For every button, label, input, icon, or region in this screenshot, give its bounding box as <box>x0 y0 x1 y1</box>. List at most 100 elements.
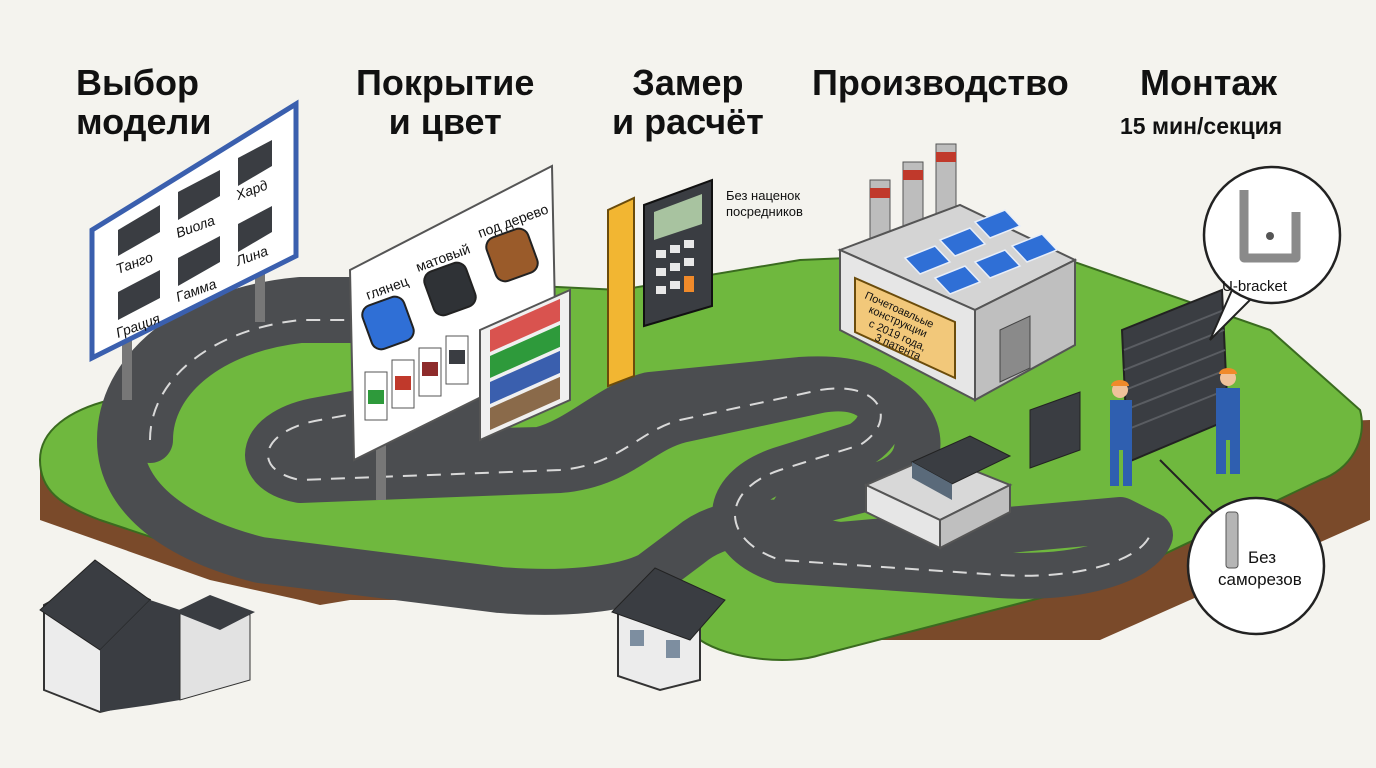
sample-chip <box>395 376 411 390</box>
title-line: и цвет <box>388 100 502 142</box>
fence-model-icon <box>238 140 272 186</box>
fence-model-icon <box>178 236 220 286</box>
chimney-stripe <box>936 152 956 162</box>
title-line: Производство <box>812 62 1069 103</box>
calc-key <box>670 263 680 271</box>
solar-panel-icon <box>1010 233 1059 263</box>
title-line: Выбор <box>76 62 199 103</box>
fence-slat <box>1124 349 1226 391</box>
callout-circle <box>1186 496 1326 636</box>
ruler-icon <box>607 196 635 388</box>
fence-model-icon <box>118 270 160 320</box>
house-left <box>39 559 255 714</box>
office-building <box>863 435 1013 550</box>
step-production-title: Производство <box>812 62 1069 103</box>
billboard-post <box>376 440 386 500</box>
solar-panel-icon <box>903 245 952 275</box>
fence-slat <box>1123 309 1225 351</box>
worker-body <box>1110 400 1132 450</box>
hard-hat-icon <box>1219 368 1237 374</box>
worker-leg <box>1123 448 1132 486</box>
house-window <box>630 630 644 646</box>
wood-swatch <box>485 227 539 283</box>
solar-panel-icon <box>938 227 987 257</box>
worker-right <box>1216 368 1240 474</box>
coating-billboard: глянец матовый под дерево <box>348 164 571 500</box>
calc-key <box>684 258 694 266</box>
title-line: Монтаж <box>1140 62 1277 103</box>
solar-panels <box>903 209 1059 295</box>
color-shelf-rows <box>490 298 560 430</box>
montage-speed: 15 мин/секция <box>1120 113 1283 139</box>
house-window <box>666 640 680 658</box>
no-screws-label-line1: Без <box>1248 548 1277 567</box>
office-upper-roof <box>910 435 1012 485</box>
shelf-row <box>490 298 560 352</box>
solar-panel-icon <box>973 249 1022 279</box>
measure-tools <box>607 178 713 388</box>
title-line: Замер <box>632 62 744 103</box>
road-markings <box>149 319 1151 577</box>
step-montage-title: Монтаж <box>1140 62 1277 103</box>
fence-slat <box>1125 389 1227 431</box>
factory-building: Почетоавльые конструкции с 2019 года, 3 … <box>837 143 1078 402</box>
matte-swatch <box>423 261 477 317</box>
worker-leg <box>1230 438 1240 474</box>
color-sample-cards <box>364 335 469 421</box>
fence-model-icon <box>118 205 160 256</box>
house-center <box>611 567 726 692</box>
step-measure-title: Замер и расчёт <box>612 62 764 142</box>
hard-hat-icon <box>1111 380 1129 386</box>
u-bracket-callout <box>1202 165 1342 341</box>
worker-leg <box>1216 438 1226 474</box>
chimney-stripe <box>903 170 923 180</box>
calc-key <box>656 286 666 294</box>
fence-slat <box>1124 369 1227 411</box>
no-markup-note: Без наценок посредников <box>726 188 803 221</box>
fence-model-icon <box>178 170 220 220</box>
no-screws-callout <box>1159 459 1326 636</box>
solar-panel-icon <box>933 265 982 295</box>
u-bracket-icon <box>1239 190 1301 263</box>
billboard-post <box>255 262 265 322</box>
sample-chip <box>449 350 465 364</box>
calc-key <box>684 276 694 292</box>
models-billboard: Танго Виола Хард Грация Гамма Лина <box>89 99 299 400</box>
title-line: и расчёт <box>612 100 764 142</box>
shelf-row <box>490 376 560 430</box>
callout-pointer <box>1159 459 1221 521</box>
house-side-cladding <box>100 600 180 712</box>
garage-roof <box>175 595 255 630</box>
no-screws-label-line2: саморезов <box>1218 570 1302 589</box>
shelf-row <box>490 350 560 404</box>
small-fence-section <box>1029 391 1081 469</box>
calc-key <box>670 245 680 253</box>
factory-plaque <box>854 276 956 380</box>
fence-slats <box>1123 309 1227 431</box>
calc-key <box>656 250 666 258</box>
shelf-row <box>490 324 560 378</box>
step-coating-title: Покрытие и цвет <box>356 62 535 142</box>
worker-left <box>1110 380 1132 486</box>
billboard-post <box>122 330 132 400</box>
title-line: Покрытие <box>356 62 535 103</box>
worker-leg <box>1110 448 1119 486</box>
sample-chip <box>422 362 438 376</box>
worker-body <box>1216 388 1240 440</box>
calc-key <box>656 268 666 276</box>
calc-key <box>684 240 694 248</box>
fence-model-icon <box>238 206 272 252</box>
screw-icon <box>1266 232 1274 240</box>
step-select-model-title: Выбор модели <box>76 62 212 142</box>
gloss-swatch <box>361 295 415 351</box>
office-window <box>912 462 952 500</box>
chimney-stripe <box>870 188 890 198</box>
fence-slat <box>1123 329 1225 371</box>
calc-key <box>670 281 680 289</box>
house-roof <box>611 567 726 641</box>
sample-chip <box>368 390 384 404</box>
fence-installation <box>1029 288 1240 486</box>
office-side <box>939 483 1011 550</box>
